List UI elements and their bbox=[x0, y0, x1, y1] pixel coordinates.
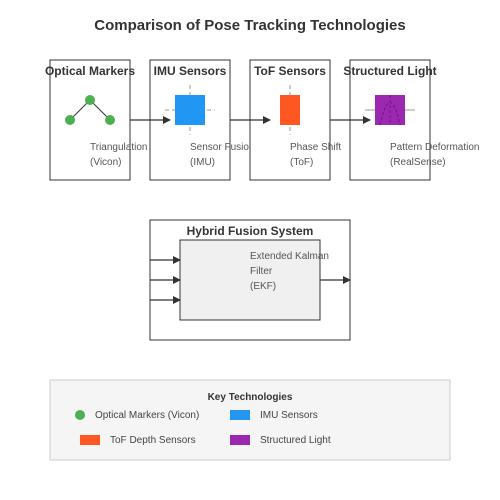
fusion-system: Hybrid Fusion System Extended Kalman Fil… bbox=[149, 219, 351, 341]
tech-box-optical: Optical Markers Triangulation (Vicon) bbox=[45, 59, 147, 181]
legend-swatch-tof bbox=[80, 435, 100, 445]
ekf-label-line-2: Filter bbox=[250, 266, 273, 277]
tech-example-structured: (RealSense) bbox=[390, 157, 446, 168]
tech-box-structured: Structured Light Pattern Deformation (Re… bbox=[343, 59, 480, 181]
tech-box-frame bbox=[49, 59, 131, 181]
legend-title: Key Technologies bbox=[208, 392, 293, 403]
legend-label-tof: ToF Depth Sensors bbox=[110, 435, 196, 446]
imu-sensor-icon bbox=[165, 85, 215, 135]
tech-example-optical: (Vicon) bbox=[90, 157, 122, 168]
tech-box-imu: IMU Sensors Sensor Fusion (IMU) bbox=[149, 59, 254, 181]
tech-name-structured: Structured Light bbox=[343, 64, 436, 78]
legend: Key Technologies Optical Markers (Vicon)… bbox=[49, 379, 451, 461]
fusion-title: Hybrid Fusion System bbox=[187, 224, 314, 238]
diagram-title: Comparison of Pose Tracking Technologies bbox=[94, 17, 405, 34]
tech-example-imu: (IMU) bbox=[190, 157, 215, 168]
ekf-block bbox=[179, 239, 321, 321]
optical-marker-icon bbox=[65, 95, 115, 125]
tech-name-imu: IMU Sensors bbox=[154, 64, 227, 78]
tech-method-tof: Phase Shift bbox=[290, 142, 341, 153]
tof-sensor-icon bbox=[280, 85, 300, 135]
tech-name-tof: ToF Sensors bbox=[254, 64, 326, 78]
tech-method-structured: Pattern Deformation bbox=[390, 142, 480, 153]
legend-swatch-imu bbox=[230, 410, 250, 420]
tech-example-tof: (ToF) bbox=[290, 157, 313, 168]
legend-label-structured: Structured Light bbox=[260, 435, 331, 446]
legend-swatch-structured bbox=[230, 435, 250, 445]
legend-label-optical: Optical Markers (Vicon) bbox=[95, 410, 199, 421]
tech-method-imu: Sensor Fusion bbox=[190, 142, 254, 153]
legend-label-imu: IMU Sensors bbox=[260, 410, 318, 421]
ekf-label-line-1: Extended Kalman bbox=[250, 251, 329, 262]
structured-light-icon bbox=[365, 95, 415, 126]
ekf-label-line-3: (EKF) bbox=[250, 281, 276, 292]
legend-swatch-optical bbox=[75, 410, 85, 420]
tech-name-optical: Optical Markers bbox=[45, 64, 135, 78]
tech-method-optical: Triangulation bbox=[90, 142, 147, 153]
